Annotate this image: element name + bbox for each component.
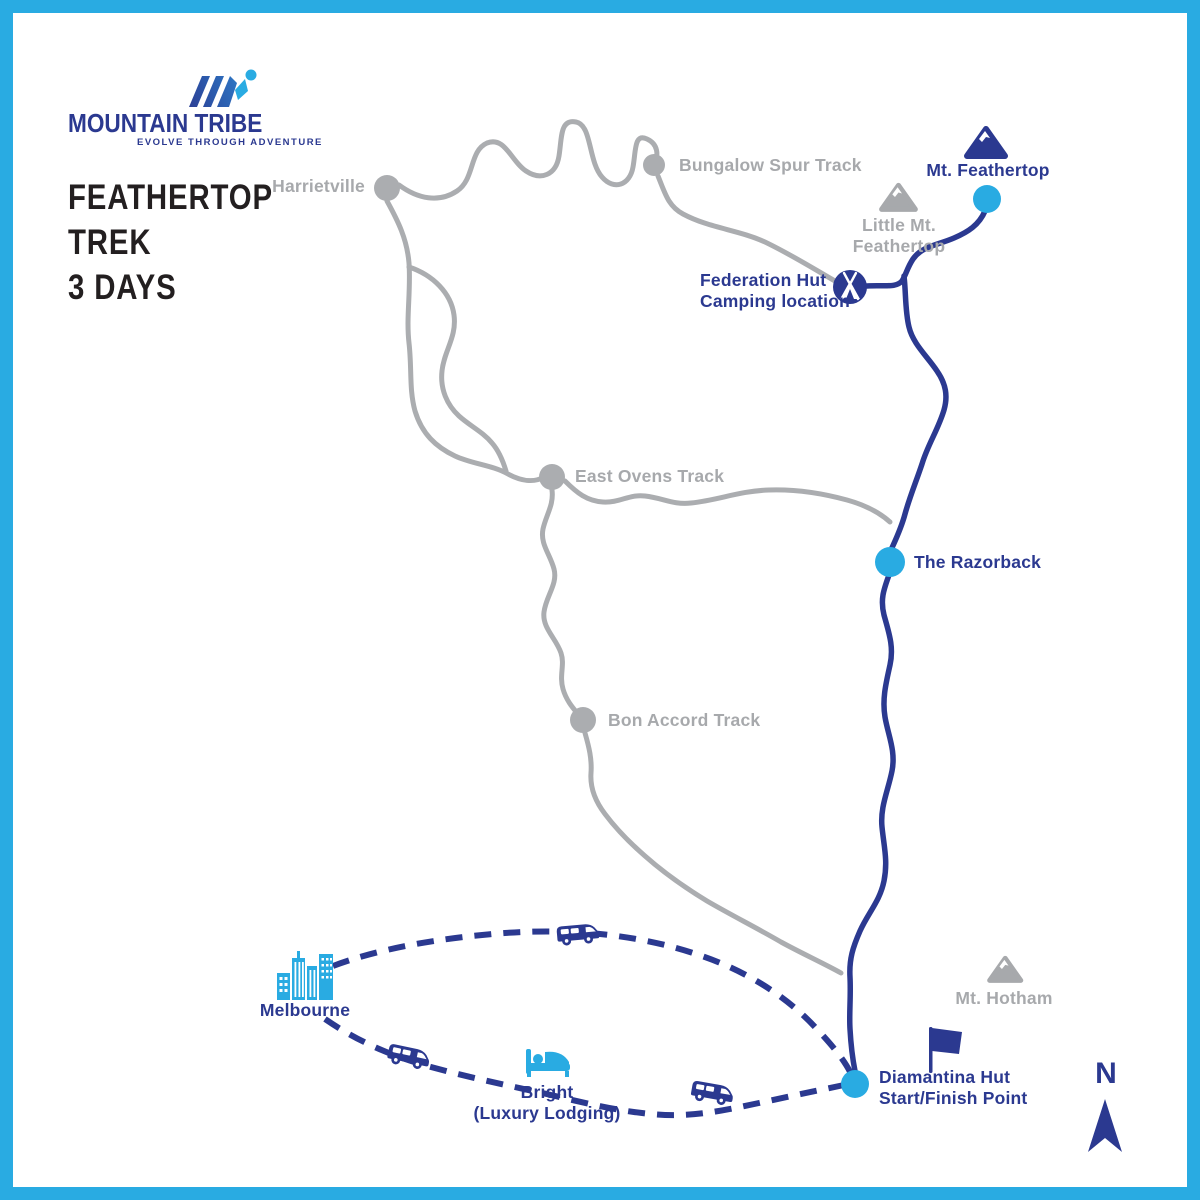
brand-tagline: EVOLVE THROUGH ADVENTURE bbox=[137, 137, 323, 148]
track-harrietville-south bbox=[384, 198, 547, 484]
brand-name: MOUNTAIN TRIBE bbox=[68, 108, 263, 138]
mountain-tribe-logo-icon bbox=[189, 69, 257, 107]
track-bon-accord-south bbox=[582, 730, 844, 976]
label-bungalow-spur-track: Bungalow Spur Track bbox=[679, 155, 862, 175]
label-the-razorback: The Razorback bbox=[914, 552, 1042, 572]
shuttle-van-icon bbox=[689, 1080, 735, 1107]
marker-harrietville bbox=[374, 175, 400, 201]
mountain-icon-little-mt-feathertop bbox=[882, 186, 915, 210]
title-line-2: TREK bbox=[68, 223, 152, 262]
track-bungalow-federation bbox=[655, 173, 838, 284]
marker-diamantina bbox=[841, 1070, 869, 1098]
label-federation-hut: Federation Hut Camping location bbox=[700, 270, 851, 311]
marker-bungalow-spur bbox=[643, 154, 665, 176]
track-loop-branch bbox=[406, 264, 509, 474]
city-skyline-icon bbox=[277, 951, 333, 1000]
transfer-route-north bbox=[331, 928, 855, 1078]
track-east-ovens-east bbox=[562, 478, 893, 525]
mountain-icon-mt-feathertop bbox=[967, 129, 1005, 156]
shuttle-van-icon bbox=[386, 1043, 432, 1072]
trek-map bbox=[277, 119, 1122, 1152]
marker-razorback bbox=[875, 547, 905, 577]
label-mt-hotham: Mt. Hotham bbox=[955, 988, 1053, 1008]
title-line-1: FEATHERTOP bbox=[68, 178, 273, 217]
title-line-3: 3 DAYS bbox=[68, 268, 177, 307]
route-junction-razorback bbox=[888, 273, 949, 553]
route-mt-feathertop-federation-hut bbox=[864, 208, 988, 289]
tent-icon bbox=[833, 270, 867, 304]
finish-flag-icon bbox=[929, 1027, 962, 1073]
marker-bon-accord bbox=[570, 707, 596, 733]
north-arrow-icon bbox=[1088, 1099, 1122, 1152]
label-bright: Bright (Luxury Lodging) bbox=[473, 1082, 621, 1123]
page-title: FEATHERTOP TREK 3 DAYS bbox=[68, 175, 273, 310]
label-diamantina-hut: Diamantina Hut Start/Finish Point bbox=[879, 1067, 1028, 1108]
label-mt-feathertop: Mt. Feathertop bbox=[926, 160, 1050, 180]
bed-icon bbox=[526, 1049, 570, 1077]
marker-east-ovens bbox=[539, 464, 565, 490]
label-little-mt-feathertop: Little Mt. Feathertop bbox=[852, 215, 946, 256]
track-harrietville-bungalow bbox=[396, 119, 660, 201]
label-melbourne: Melbourne bbox=[259, 1000, 351, 1020]
label-east-ovens-track: East Ovens Track bbox=[575, 466, 725, 486]
label-bon-accord-track: Bon Accord Track bbox=[608, 710, 761, 730]
mountain-icon-mt-hotham bbox=[990, 958, 1021, 980]
shuttle-van-icon bbox=[556, 923, 600, 947]
marker-mt-feathertop bbox=[973, 185, 1001, 213]
label-harrietville: Harrietville bbox=[272, 176, 365, 196]
track-east-ovens-bon-accord bbox=[539, 487, 585, 722]
north-label: N bbox=[1095, 1057, 1117, 1090]
route-razorback-diamantina bbox=[846, 572, 896, 1074]
